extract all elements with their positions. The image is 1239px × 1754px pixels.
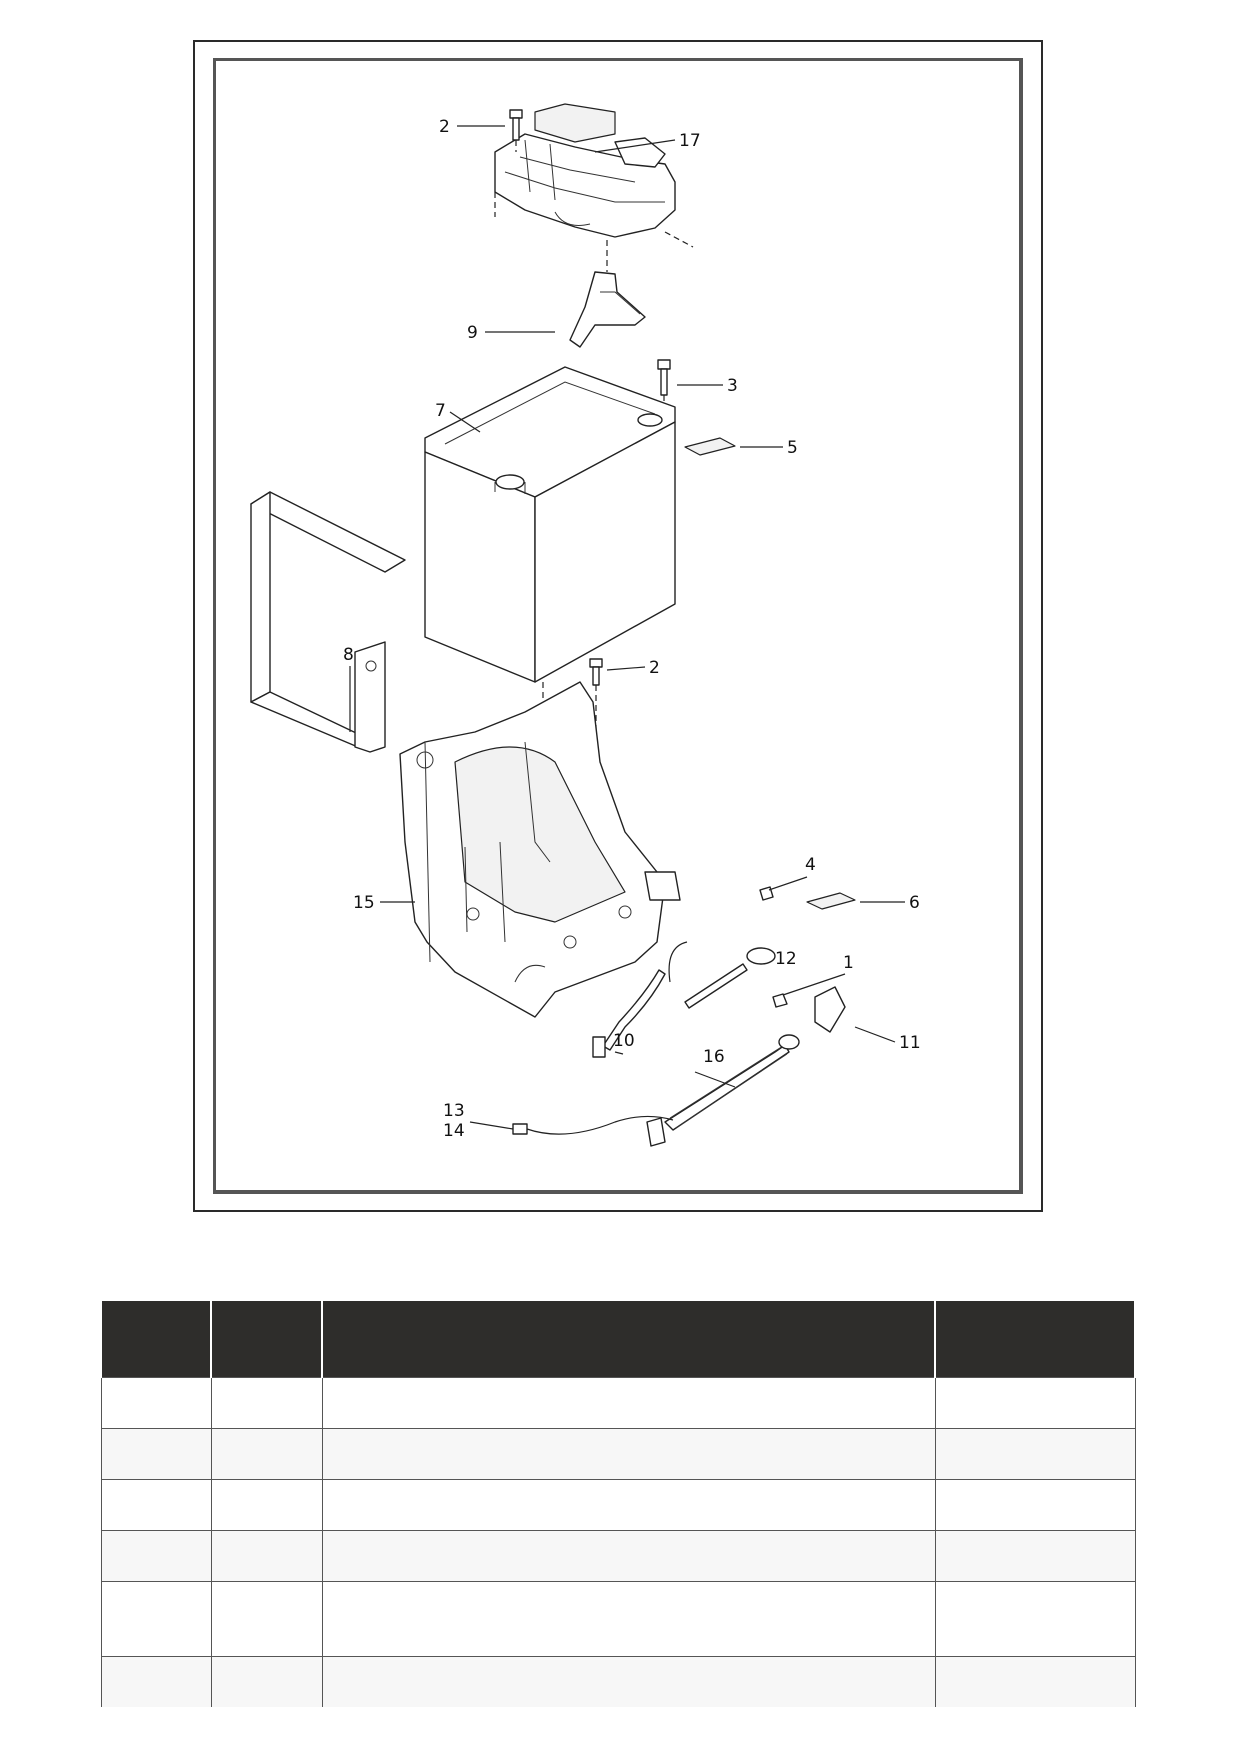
table-cell: [210, 1377, 323, 1429]
header-col-1: [100, 1301, 212, 1378]
exploded-parts-diagram: 2 17 9 3 7 5 8 2 4 6 15 12 1 10 11 16 13…: [250, 103, 921, 1147]
part-17-bracket: [494, 103, 694, 272]
callout-7: 7: [435, 401, 446, 421]
table-cell: [210, 1479, 323, 1531]
part-5-pad: [684, 437, 736, 456]
part-2-screw-top: [509, 109, 523, 152]
callout-14: 14: [443, 1121, 465, 1141]
table-cell: [100, 1428, 212, 1480]
callout-2-middle: 2: [649, 658, 660, 678]
header-col-2: [210, 1301, 323, 1378]
table-cell: [321, 1479, 936, 1531]
part-9-support: [569, 271, 646, 348]
table-row: [100, 1428, 1136, 1480]
callout-6: 6: [909, 893, 920, 913]
table-cell: [100, 1479, 212, 1531]
table-cell: [321, 1428, 936, 1480]
table-header-row: [100, 1301, 1136, 1378]
table-cell: [210, 1581, 323, 1657]
table-cell: [210, 1530, 323, 1582]
part-15-battery-box: [399, 681, 681, 1018]
table-cell: [321, 1377, 936, 1429]
table-cell: [934, 1656, 1136, 1707]
callout-2-top: 2: [439, 117, 450, 137]
part-12-cable: [668, 941, 776, 1009]
callout-8: 8: [343, 645, 354, 665]
callout-15: 15: [353, 893, 375, 913]
table-cell: [210, 1656, 323, 1707]
part-16-main-lead: [646, 1034, 800, 1147]
callout-16: 16: [703, 1047, 725, 1067]
parts-list-table: [100, 1301, 1136, 1707]
table-cell: [100, 1377, 212, 1429]
table-row: [100, 1656, 1136, 1707]
callout-5: 5: [787, 438, 798, 458]
header-col-4: [934, 1301, 1136, 1378]
callout-3: 3: [727, 376, 738, 396]
callout-12: 12: [775, 949, 797, 969]
table-cell: [934, 1581, 1136, 1657]
header-col-3: [321, 1301, 936, 1378]
part-8-strap: [250, 491, 406, 753]
table-cell: [934, 1428, 1136, 1480]
part-7-battery: [424, 366, 676, 683]
table-cell: [321, 1656, 936, 1707]
part-1-nut: [772, 993, 788, 1008]
diagram-inner-border: [213, 58, 1023, 1194]
table-cell: [100, 1581, 212, 1657]
table-cell: [934, 1479, 1136, 1531]
callout-10: 10: [613, 1031, 635, 1051]
callout-9: 9: [467, 323, 478, 343]
table-cell: [321, 1530, 936, 1582]
table-row: [100, 1377, 1136, 1429]
callout-1: 1: [843, 953, 854, 973]
table-cell: [100, 1530, 212, 1582]
table-cell: [321, 1581, 936, 1657]
callout-17: 17: [679, 131, 701, 151]
callout-labels: 2 17 9 3 7 5 8 2 4 6 15 12 1 10 11 16 13…: [343, 117, 921, 1141]
part-10-cable: [592, 969, 666, 1058]
table-row: [100, 1530, 1136, 1582]
callout-11: 11: [899, 1033, 921, 1053]
table-cell: [100, 1656, 212, 1707]
table-cell: [210, 1428, 323, 1480]
table-cell: [934, 1530, 1136, 1582]
callout-13: 13: [443, 1101, 465, 1121]
callout-4: 4: [805, 855, 816, 875]
diagram-frame: 2 17 9 3 7 5 8 2 4 6 15 12 1 10 11 16 13…: [193, 40, 1043, 1212]
table-row: [100, 1581, 1136, 1657]
table-cell: [934, 1377, 1136, 1429]
leader-lines: [349, 125, 905, 1130]
part-6-pad: [806, 892, 856, 910]
table-row: [100, 1479, 1136, 1531]
part-11-boot: [814, 986, 846, 1033]
